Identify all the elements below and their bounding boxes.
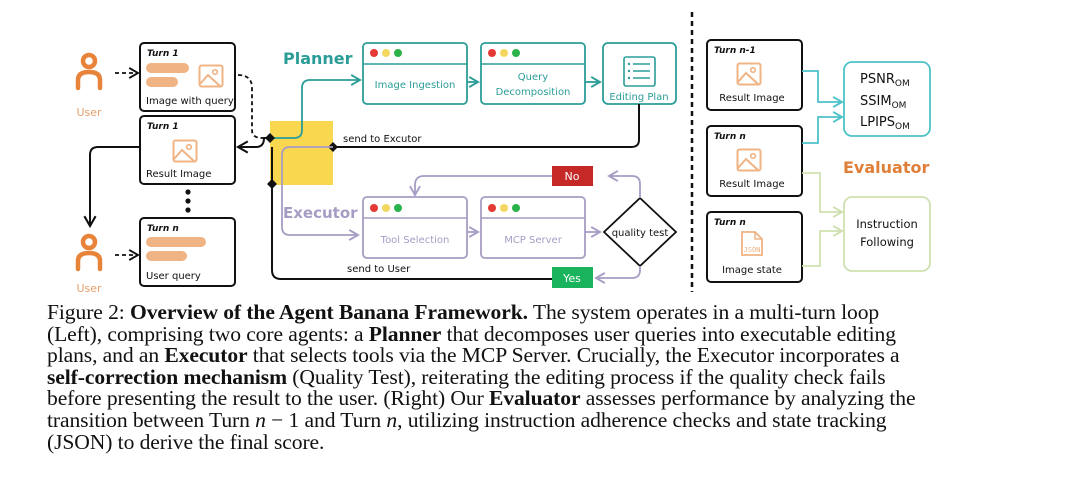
executor-step-tool-selection: Tool Selection xyxy=(362,196,468,259)
text-lines-icon xyxy=(146,63,189,73)
caption-line: plans, and an Executor that selects tool… xyxy=(47,343,900,368)
svg-text:JSON: JSON xyxy=(744,246,761,254)
junction-marker xyxy=(265,133,275,143)
send-to-user-label: send to User xyxy=(347,264,411,275)
turn-label: Turn 1 xyxy=(147,49,179,59)
editing-plan-label: Editing Plan xyxy=(609,92,668,103)
yes-badge xyxy=(552,267,593,288)
metric-ssim: SSIMOM xyxy=(860,94,906,111)
arrow-hub-to-planner xyxy=(270,74,362,139)
more-turns-ellipsis xyxy=(185,189,191,213)
card-caption: Result Image xyxy=(146,169,211,180)
arrow-send-to-user xyxy=(271,147,552,280)
caption-line: (Left), comprising two core agents: a Pl… xyxy=(47,321,896,346)
step-label-line-1: Query xyxy=(518,72,548,83)
caption-line: self-correction mechanism (Quality Test)… xyxy=(47,364,886,389)
dashed-arrow-query-to-hub xyxy=(237,74,270,139)
window-controls-icon xyxy=(488,204,520,212)
card-caption: User query xyxy=(146,271,201,282)
arrow-state-to-instruction xyxy=(802,225,844,267)
no-badge xyxy=(552,166,593,186)
text-line-bar xyxy=(146,77,178,87)
send-to-executor-label: send to Excutor xyxy=(343,134,422,145)
yes-label: Yes xyxy=(562,272,581,285)
executor-step-mcp-server: MCP Server xyxy=(480,196,586,259)
figure-caption: Figure 2: Overview of the Agent Banana F… xyxy=(47,300,987,454)
window-controls-icon xyxy=(370,49,402,57)
window-controls-icon xyxy=(488,49,520,57)
arrow-plan-to-executor xyxy=(333,104,640,148)
turn-card-result-image: Turn 1 Result Image xyxy=(139,115,236,185)
turn-card-user-query: Turn n User query xyxy=(139,217,236,287)
turn-label: Turn n xyxy=(714,132,746,142)
user-label: User xyxy=(76,282,102,295)
quality-test-label: quality test xyxy=(612,228,669,239)
executor-title: Executor xyxy=(283,204,358,222)
turn-label: Turn n xyxy=(714,218,746,228)
text-line-bar xyxy=(146,251,187,261)
arrow-result-to-user xyxy=(83,146,140,229)
card-caption: Result Image xyxy=(719,93,784,104)
card-caption: Result Image xyxy=(719,179,784,190)
step-label: Tool Selection xyxy=(380,235,450,246)
user-icon xyxy=(78,55,100,88)
arrow-turn-n-to-metrics xyxy=(802,111,844,144)
user-label: User xyxy=(76,106,102,119)
metrics-box: PSNROM SSIMOM LPIPSOM xyxy=(843,61,931,137)
quality-test-decision: quality test xyxy=(602,196,678,268)
eval-card-image-state: Turn n JSON Image state xyxy=(706,211,803,283)
json-file-icon: JSON xyxy=(741,231,763,256)
planner-editing-plan: Editing Plan xyxy=(602,42,677,105)
arrow-quality-no xyxy=(607,170,641,198)
framework-diagram: User User Turn 1 Image with query Turn 1… xyxy=(0,12,931,295)
step-label-line-2: Decomposition xyxy=(496,87,571,98)
arrow-turn-n-to-instruction xyxy=(802,172,844,218)
arrow-turn-n-1-to-metrics xyxy=(802,70,844,108)
instruction-following-box: Instruction Following xyxy=(843,196,931,272)
eval-card-turn-n: Turn n Result Image xyxy=(706,125,803,197)
user-icon xyxy=(78,236,100,269)
figure-title: Overview of the Agent Banana Framework. xyxy=(130,300,528,324)
user-bottom: User xyxy=(76,236,102,295)
turn-label: Turn n xyxy=(147,224,179,234)
user-top: User xyxy=(76,55,102,119)
metric-lpips: LPIPSOM xyxy=(860,115,910,132)
arrow-quality-yes xyxy=(594,266,641,284)
planner-step-image-ingestion: Image Ingestion xyxy=(362,42,468,105)
instruction-line-2: Following xyxy=(860,235,914,249)
arrow-hub-to-result xyxy=(235,137,270,154)
window-controls-icon xyxy=(370,204,402,212)
eval-card-turn-n-1: Turn n-1 Result Image xyxy=(706,39,803,111)
figure-label: Figure 2: xyxy=(47,300,125,324)
step-label: MCP Server xyxy=(504,235,563,246)
planner-title: Planner xyxy=(283,49,353,68)
caption-line: transition between Turn n − 1 and Turn n… xyxy=(47,407,887,432)
arrow-hub-to-executor xyxy=(281,146,360,241)
caption-line: Figure 2: Overview of the Agent Banana F… xyxy=(47,300,880,324)
caption-line: before presenting the result to the user… xyxy=(47,386,916,411)
card-caption: Image state xyxy=(722,265,782,276)
card-caption: Image with query xyxy=(146,96,234,107)
arrow-no-to-tool-selection xyxy=(409,175,552,197)
turn-label: Turn 1 xyxy=(147,122,179,132)
checklist-icon xyxy=(623,56,656,87)
metric-psnr: PSNROM xyxy=(860,72,910,89)
instruction-line-1: Instruction xyxy=(856,217,918,231)
caption-line: (JSON) to derive the final score. xyxy=(47,429,325,454)
no-label: No xyxy=(565,170,580,183)
turn-card-image-with-query: Turn 1 Image with query xyxy=(139,42,236,112)
planner-step-query-decomposition: Query Decomposition xyxy=(480,42,586,105)
step-label: Image Ingestion xyxy=(375,80,456,91)
text-lines-icon xyxy=(146,237,206,247)
evaluator-title: Evaluator xyxy=(843,158,929,177)
turn-label: Turn n-1 xyxy=(714,46,756,56)
